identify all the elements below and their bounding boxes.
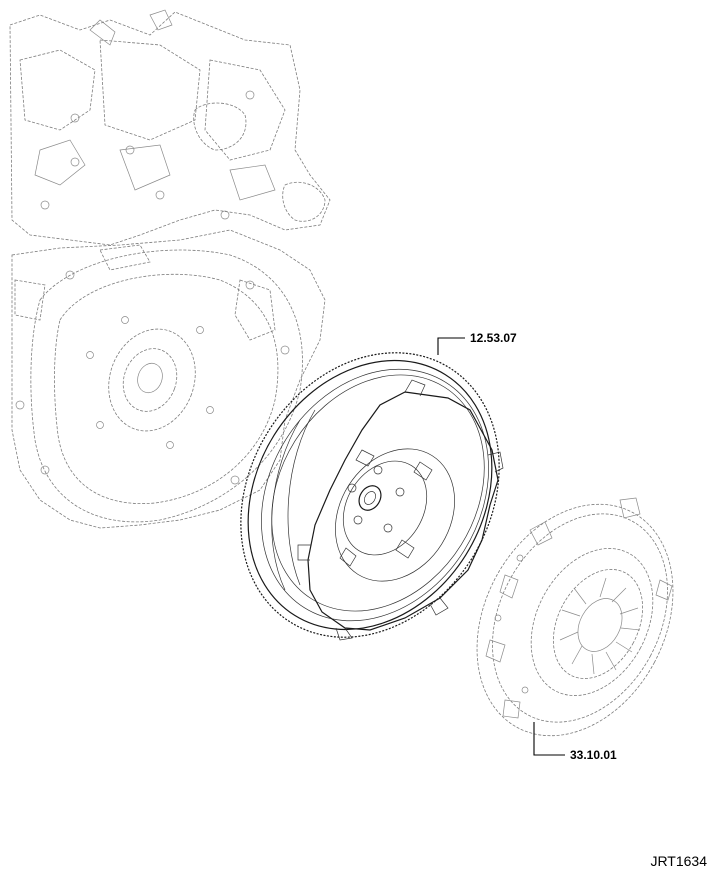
clutch-cover-assembly — [476, 497, 674, 737]
figure-reference: JRT1634 — [650, 853, 707, 869]
callout-label-flywheel: 12.53.07 — [470, 331, 517, 345]
engine-block-outline — [9, 9, 331, 529]
flywheel — [240, 352, 504, 641]
leader-line-clutch-cover — [533, 722, 565, 756]
leader-line-flywheel — [437, 337, 465, 355]
callout-flywheel: 12.53.07 — [437, 331, 517, 355]
callout-label-clutch-cover: 33.10.01 — [570, 748, 617, 762]
callout-clutch-cover: 33.10.01 — [533, 722, 617, 762]
